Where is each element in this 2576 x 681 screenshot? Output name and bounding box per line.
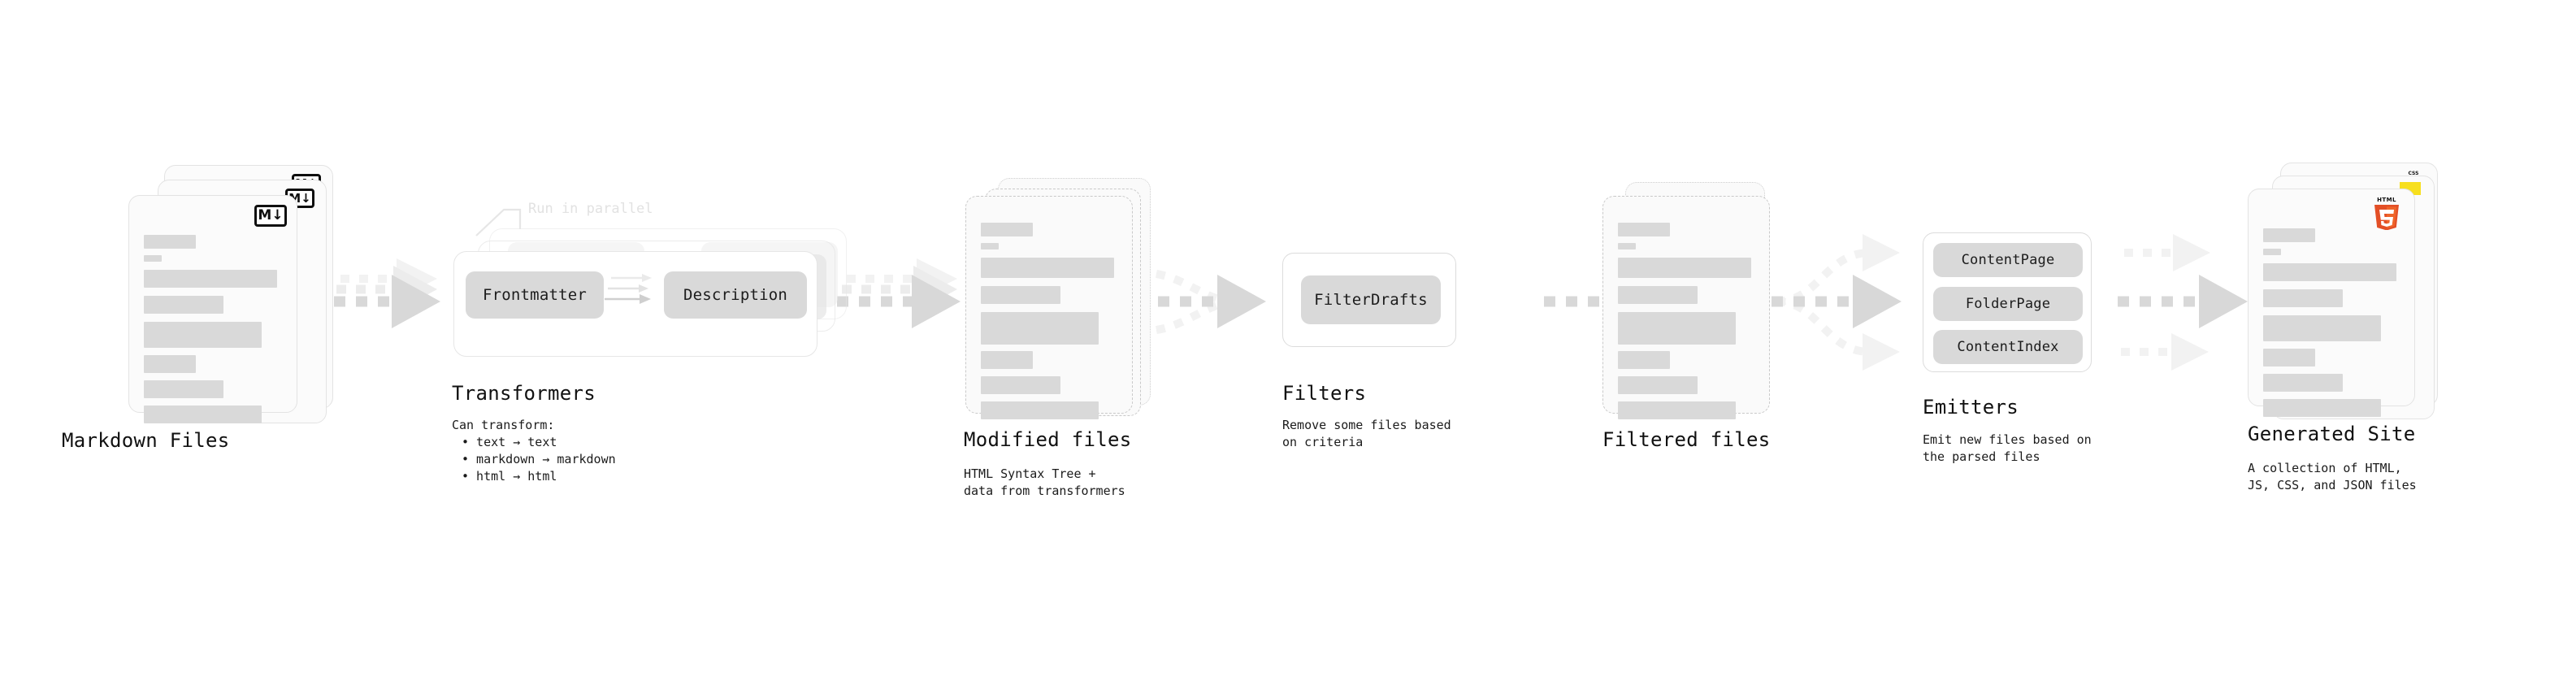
- doc-bar: [1618, 286, 1698, 304]
- doc-bar: [1618, 243, 1636, 249]
- doc-bar: [1618, 401, 1736, 419]
- stage-title: Transformers: [452, 382, 596, 405]
- bullet-item: • html → html: [462, 469, 557, 484]
- filters-box: FilterDrafts: [1282, 253, 1456, 347]
- doc-bar: [1618, 223, 1670, 236]
- filter-pill-filterdrafts[interactable]: FilterDrafts: [1301, 275, 1441, 324]
- run-in-parallel-leader: [475, 208, 522, 236]
- doc-bar: [144, 406, 262, 423]
- stage-title: Filtered files: [1602, 428, 1771, 451]
- transformer-pill-description[interactable]: Description: [664, 271, 807, 319]
- stage-title: Filters: [1282, 382, 1367, 405]
- html5-badge-icon: HTML: [2374, 197, 2399, 230]
- stage-title: Markdown Files: [62, 429, 230, 452]
- doc-bar: [2263, 374, 2343, 392]
- stage-title: Generated Site: [2248, 423, 2416, 445]
- pill-label: FilterDrafts: [1314, 291, 1428, 309]
- filtered-card-front: [1602, 196, 1770, 419]
- doc-bar: [144, 255, 162, 262]
- transformer-pill-frontmatter[interactable]: Frontmatter: [466, 271, 604, 319]
- pill-label: ContentIndex: [1957, 339, 2059, 355]
- modified-card-front: [965, 196, 1133, 419]
- doc-bar: [144, 296, 223, 314]
- stage-subtitle: Can transform:: [452, 418, 555, 432]
- stage-subtitle: Emit new files based on the parsed files: [1923, 432, 2092, 464]
- doc-bar: [2263, 228, 2315, 242]
- doc-bar: [981, 243, 999, 249]
- stage-title: Modified files: [964, 428, 1132, 451]
- svg-text:CSS: CSS: [2409, 171, 2419, 176]
- markdown-badge: M↓: [254, 205, 287, 227]
- bullet-item: • markdown → markdown: [462, 452, 616, 466]
- doc-bar: [144, 355, 196, 373]
- doc-bar: [2263, 349, 2315, 367]
- doc-bar: [1618, 312, 1736, 345]
- doc-bar: [144, 235, 196, 249]
- doc-bar: [1618, 258, 1751, 278]
- emitters-box: ContentPage FolderPage ContentIndex: [1923, 232, 2092, 372]
- doc-bar: [2263, 399, 2381, 417]
- doc-bar: [1618, 351, 1670, 369]
- stage-title: Emitters: [1923, 396, 2019, 419]
- stage-subtitle: HTML Syntax Tree + data from transformer…: [964, 466, 1125, 498]
- emitter-pill-folderpage[interactable]: FolderPage: [1933, 287, 2083, 321]
- generated-card-front: HTML: [2248, 189, 2415, 417]
- stage-subtitle: Remove some files based on criteria: [1282, 418, 1451, 449]
- doc-bar: [981, 401, 1099, 419]
- doc-bar: [981, 376, 1060, 394]
- emitter-pill-contentpage[interactable]: ContentPage: [1933, 243, 2083, 277]
- arrow-modified-to-filters: [1136, 268, 1266, 336]
- stage-subtitle: A collection of HTML, JS, CSS, and JSON …: [2248, 461, 2417, 492]
- doc-bar: [2263, 315, 2381, 341]
- doc-bar: [981, 312, 1099, 345]
- bullet-item: • text → text: [462, 435, 557, 449]
- doc-bar: [2263, 249, 2281, 255]
- pill-label: FolderPage: [1965, 296, 2051, 312]
- doc-bar: [144, 380, 223, 398]
- arrow-emitters-to-site: [2118, 234, 2248, 371]
- transformer-group-front: Frontmatter Description: [453, 251, 817, 357]
- pill-label: Description: [683, 286, 788, 304]
- doc-bar: [981, 286, 1060, 304]
- doc-bar: [2263, 263, 2396, 281]
- doc-bar: [144, 322, 262, 348]
- doc-bar: [981, 223, 1033, 236]
- doc-bar: [144, 270, 277, 288]
- doc-bar: [2263, 289, 2343, 307]
- run-in-parallel-annotation: Run in parallel: [528, 201, 653, 217]
- doc-bar: [1618, 376, 1698, 394]
- doc-bar: [981, 258, 1114, 278]
- pill-label: Frontmatter: [482, 286, 588, 304]
- doc-bar: [981, 351, 1033, 369]
- transform-bullet-list: • text → text • markdown → markdown • ht…: [462, 434, 616, 485]
- arrow-markdown-to-transformers: [312, 258, 440, 328]
- arrow-filtered-to-emitters: [1772, 234, 1902, 371]
- svg-text:HTML: HTML: [2377, 197, 2396, 203]
- pill-label: ContentPage: [1961, 252, 2055, 268]
- emitter-pill-contentindex[interactable]: ContentIndex: [1933, 330, 2083, 364]
- markdown-card-front: M↓: [128, 195, 297, 423]
- arrow-transformers-to-modified: [837, 258, 961, 328]
